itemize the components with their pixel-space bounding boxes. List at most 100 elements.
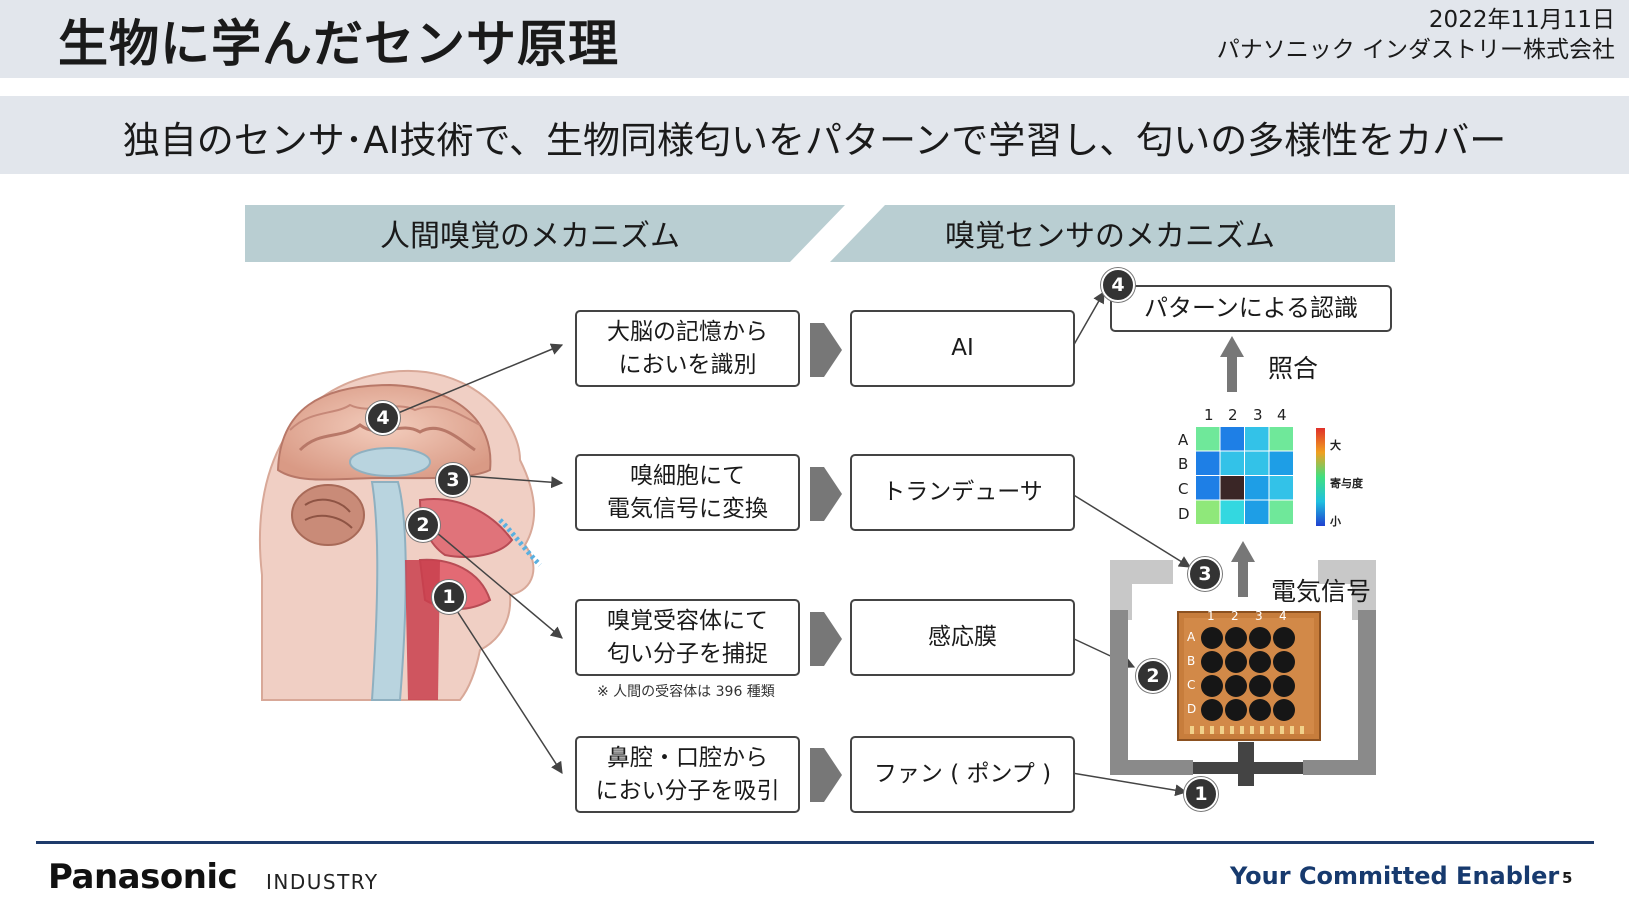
human-step-recognize: 大脳の記憶から においを識別 — [575, 310, 800, 387]
heatmap-cell-a3 — [1245, 427, 1269, 451]
heatmap-cell-a1 — [1196, 427, 1220, 451]
human-mechanism-heading: 人間嗅覚のメカニズム — [380, 219, 680, 254]
sensor-step-transducer: トランデューサ — [850, 454, 1075, 531]
slide-title: 生物に学んだセンサ原理 — [58, 15, 619, 73]
chip-row-c: C — [1187, 678, 1196, 692]
arrow-ai-to-recognition — [1071, 290, 1105, 349]
badge-sensor-1: 1 — [1184, 777, 1218, 811]
heatmap-cell-b1 — [1196, 451, 1220, 475]
human-step-recognize-line2: においを識別 — [618, 351, 757, 378]
heatmap-cell-d2 — [1220, 500, 1244, 524]
chip-row-b: B — [1187, 654, 1196, 668]
pattern-recognition-label: パターンによる認識 — [1143, 294, 1359, 322]
heatmap-cell-d1 — [1196, 500, 1220, 524]
arrow-head-to-box-2 — [451, 474, 564, 489]
company-name: パナソニック インダストリー株式会社 — [1216, 37, 1615, 63]
colorbar-title: 寄与度 — [1330, 477, 1363, 490]
heatmap-cell-c2 — [1220, 476, 1244, 500]
grid-col-4: 4 — [1277, 406, 1287, 424]
band-human-shape — [245, 205, 845, 262]
badge-sensor-4: 4 — [1101, 268, 1135, 302]
chevron-2 — [810, 467, 842, 521]
sensor-step-ai-label: AI — [951, 335, 974, 361]
badge-sensor-3: 3 — [1188, 557, 1222, 591]
heatmap-cell-b3 — [1245, 451, 1269, 475]
human-step-capture-line1: 嗅覚受容体にて — [607, 607, 768, 634]
electric-signal-label: 電気信号 — [1271, 577, 1372, 606]
sensor-step-fan: ファン ( ポンプ ) — [850, 736, 1075, 813]
up-arrow-signal — [1231, 541, 1255, 597]
footer-divider — [36, 841, 1594, 844]
sensor-mechanism-heading: 嗅覚センサのメカニズム — [945, 219, 1275, 254]
panasonic-logo: Panasonic — [48, 857, 238, 897]
header-bar — [0, 0, 1629, 78]
heatmap-cell-d3 — [1245, 500, 1269, 524]
grid-row-c: C — [1178, 480, 1189, 498]
pattern-recognition-box: パターンによる認識 — [1110, 285, 1392, 332]
head-illustration — [258, 369, 542, 701]
heatmap-cell-a2 — [1220, 427, 1244, 451]
column-chevrons — [810, 323, 842, 802]
badge-head-4: 4 — [366, 401, 400, 435]
chevron-1 — [810, 323, 842, 377]
colorbar-high-label: 大 — [1330, 439, 1341, 452]
sensor-housing — [1110, 560, 1376, 786]
sensor-step-membrane: 感応膜 — [850, 599, 1075, 676]
heatmap-cell-c1 — [1196, 476, 1220, 500]
contribution-color-bar — [1316, 428, 1325, 526]
arrow-transducer-to-signal — [1071, 493, 1192, 568]
page-number: 5 — [1562, 869, 1573, 887]
chip-row-a: A — [1187, 630, 1196, 644]
chevron-3 — [810, 612, 842, 666]
human-step-convert-line1: 嗅細胞にて — [630, 462, 745, 489]
human-step-inhale: 鼻腔・口腔から におい分子を吸引 — [575, 736, 800, 813]
human-step-recognize-line1: 大脳の記憶から — [607, 318, 768, 345]
arrow-head-to-box-3 — [423, 521, 563, 639]
human-step-capture-line2: 匂い分子を捕捉 — [607, 640, 768, 667]
subtitle-band — [0, 96, 1629, 174]
industry-label: INDUSTRY — [266, 870, 379, 894]
heatmap-cell-c3 — [1245, 476, 1269, 500]
badge-sensor-2: 2 — [1136, 659, 1170, 693]
heatmap-cell-d4 — [1269, 500, 1293, 524]
heatmap-cell-b2 — [1220, 451, 1244, 475]
badge-head-1: 1 — [432, 580, 466, 614]
heatmap-cell-c4 — [1269, 476, 1293, 500]
grid-row-b: B — [1178, 455, 1189, 473]
badge-head-3: 3 — [436, 463, 470, 497]
chevron-4 — [810, 748, 842, 802]
receptor-note: ※ 人間の受容体は 396 種類 — [597, 684, 775, 700]
sensor-step-membrane-label: 感応膜 — [928, 624, 997, 650]
arrow-fan-to-pump — [1071, 772, 1188, 797]
sensor-step-transducer-label: トランデューサ — [882, 479, 1043, 505]
grid-col-1: 1 — [1204, 406, 1214, 424]
chip-row-d: D — [1187, 702, 1197, 716]
sensor-step-fan-label: ファン ( ポンプ ) — [873, 761, 1052, 787]
chip-col-3: 3 — [1255, 609, 1263, 623]
grid-col-3: 3 — [1253, 406, 1263, 424]
heatmap-cell-b4 — [1269, 451, 1293, 475]
chip-col-2: 2 — [1231, 609, 1239, 623]
grid-row-a: A — [1178, 431, 1189, 449]
human-step-convert: 嗅細胞にて 電気信号に変換 — [575, 454, 800, 531]
human-step-capture: 嗅覚受容体にて 匂い分子を捕捉 — [575, 599, 800, 676]
arrow-head-to-box-1 — [385, 343, 564, 419]
human-step-convert-line2: 電気信号に変換 — [607, 495, 768, 522]
human-step-inhale-line2: におい分子を吸引 — [595, 777, 780, 804]
badge-head-2: 2 — [406, 508, 440, 542]
sensor-chip — [1177, 611, 1321, 741]
up-arrow-match — [1220, 336, 1244, 392]
match-label: 照合 — [1268, 354, 1319, 383]
slide-date: 2022年11月11日 — [1428, 7, 1615, 33]
chip-col-4: 4 — [1279, 609, 1287, 623]
heatmap-cell-a4 — [1269, 427, 1293, 451]
arrow-head-to-box-4 — [447, 596, 563, 775]
grid-row-d: D — [1178, 505, 1190, 523]
chip-col-1: 1 — [1207, 609, 1215, 623]
colorbar-low-label: 小 — [1330, 515, 1341, 528]
tagline: Your Committed Enabler — [1230, 862, 1560, 890]
human-step-inhale-line1: 鼻腔・口腔から — [607, 744, 768, 771]
grid-col-2: 2 — [1228, 406, 1238, 424]
sensor-step-ai: AI — [850, 310, 1075, 387]
